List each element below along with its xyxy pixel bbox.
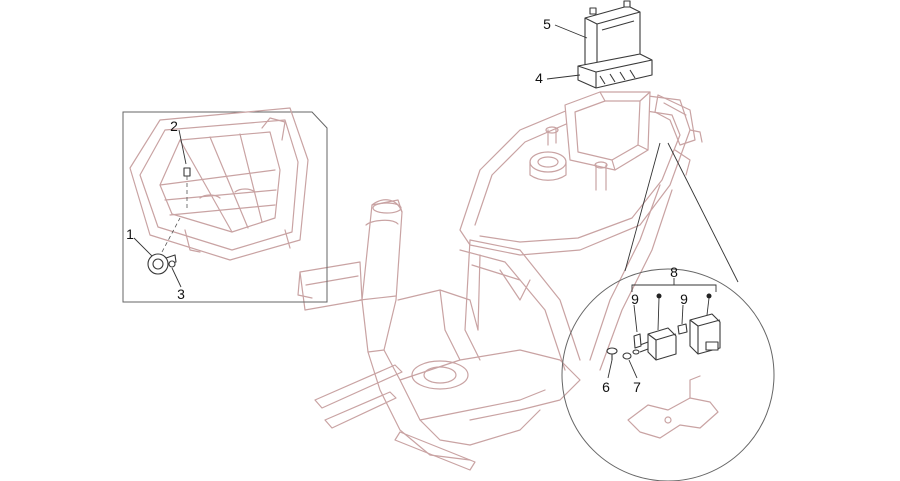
battery-assembly xyxy=(546,0,653,89)
callout-9-left: 9 xyxy=(631,291,639,307)
relay-detail-inset xyxy=(561,142,775,481)
callout-7: 7 xyxy=(633,379,641,395)
callout-4: 4 xyxy=(535,70,543,86)
callout-2: 2 xyxy=(170,118,178,134)
horn-rack-inset xyxy=(122,107,328,303)
callout-3: 3 xyxy=(177,286,185,302)
callout-8: 8 xyxy=(670,264,678,280)
callout-1: 1 xyxy=(126,226,134,242)
scooter-frame xyxy=(297,91,703,471)
callout-9-right: 9 xyxy=(680,291,688,307)
callout-5: 5 xyxy=(543,16,551,32)
callout-6: 6 xyxy=(602,379,610,395)
